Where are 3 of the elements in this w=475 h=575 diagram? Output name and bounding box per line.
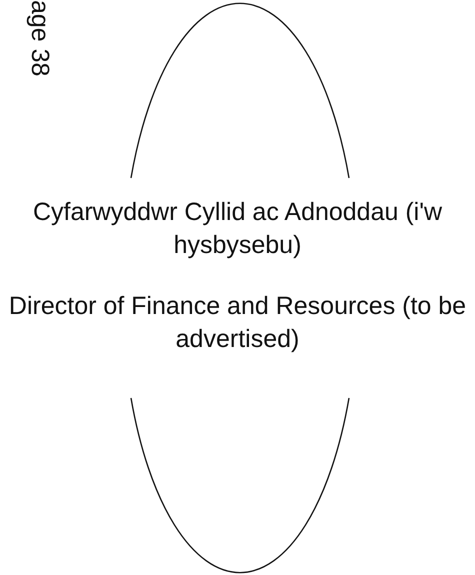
role-title-welsh: Cyfarwyddwr Cyllid ac Adnoddau (i'w hysbysebu): [32, 197, 444, 260]
role-title-english: Director of Finance and Resources (to be advertised): [8, 291, 468, 354]
page-number: age 38: [25, 0, 54, 76]
